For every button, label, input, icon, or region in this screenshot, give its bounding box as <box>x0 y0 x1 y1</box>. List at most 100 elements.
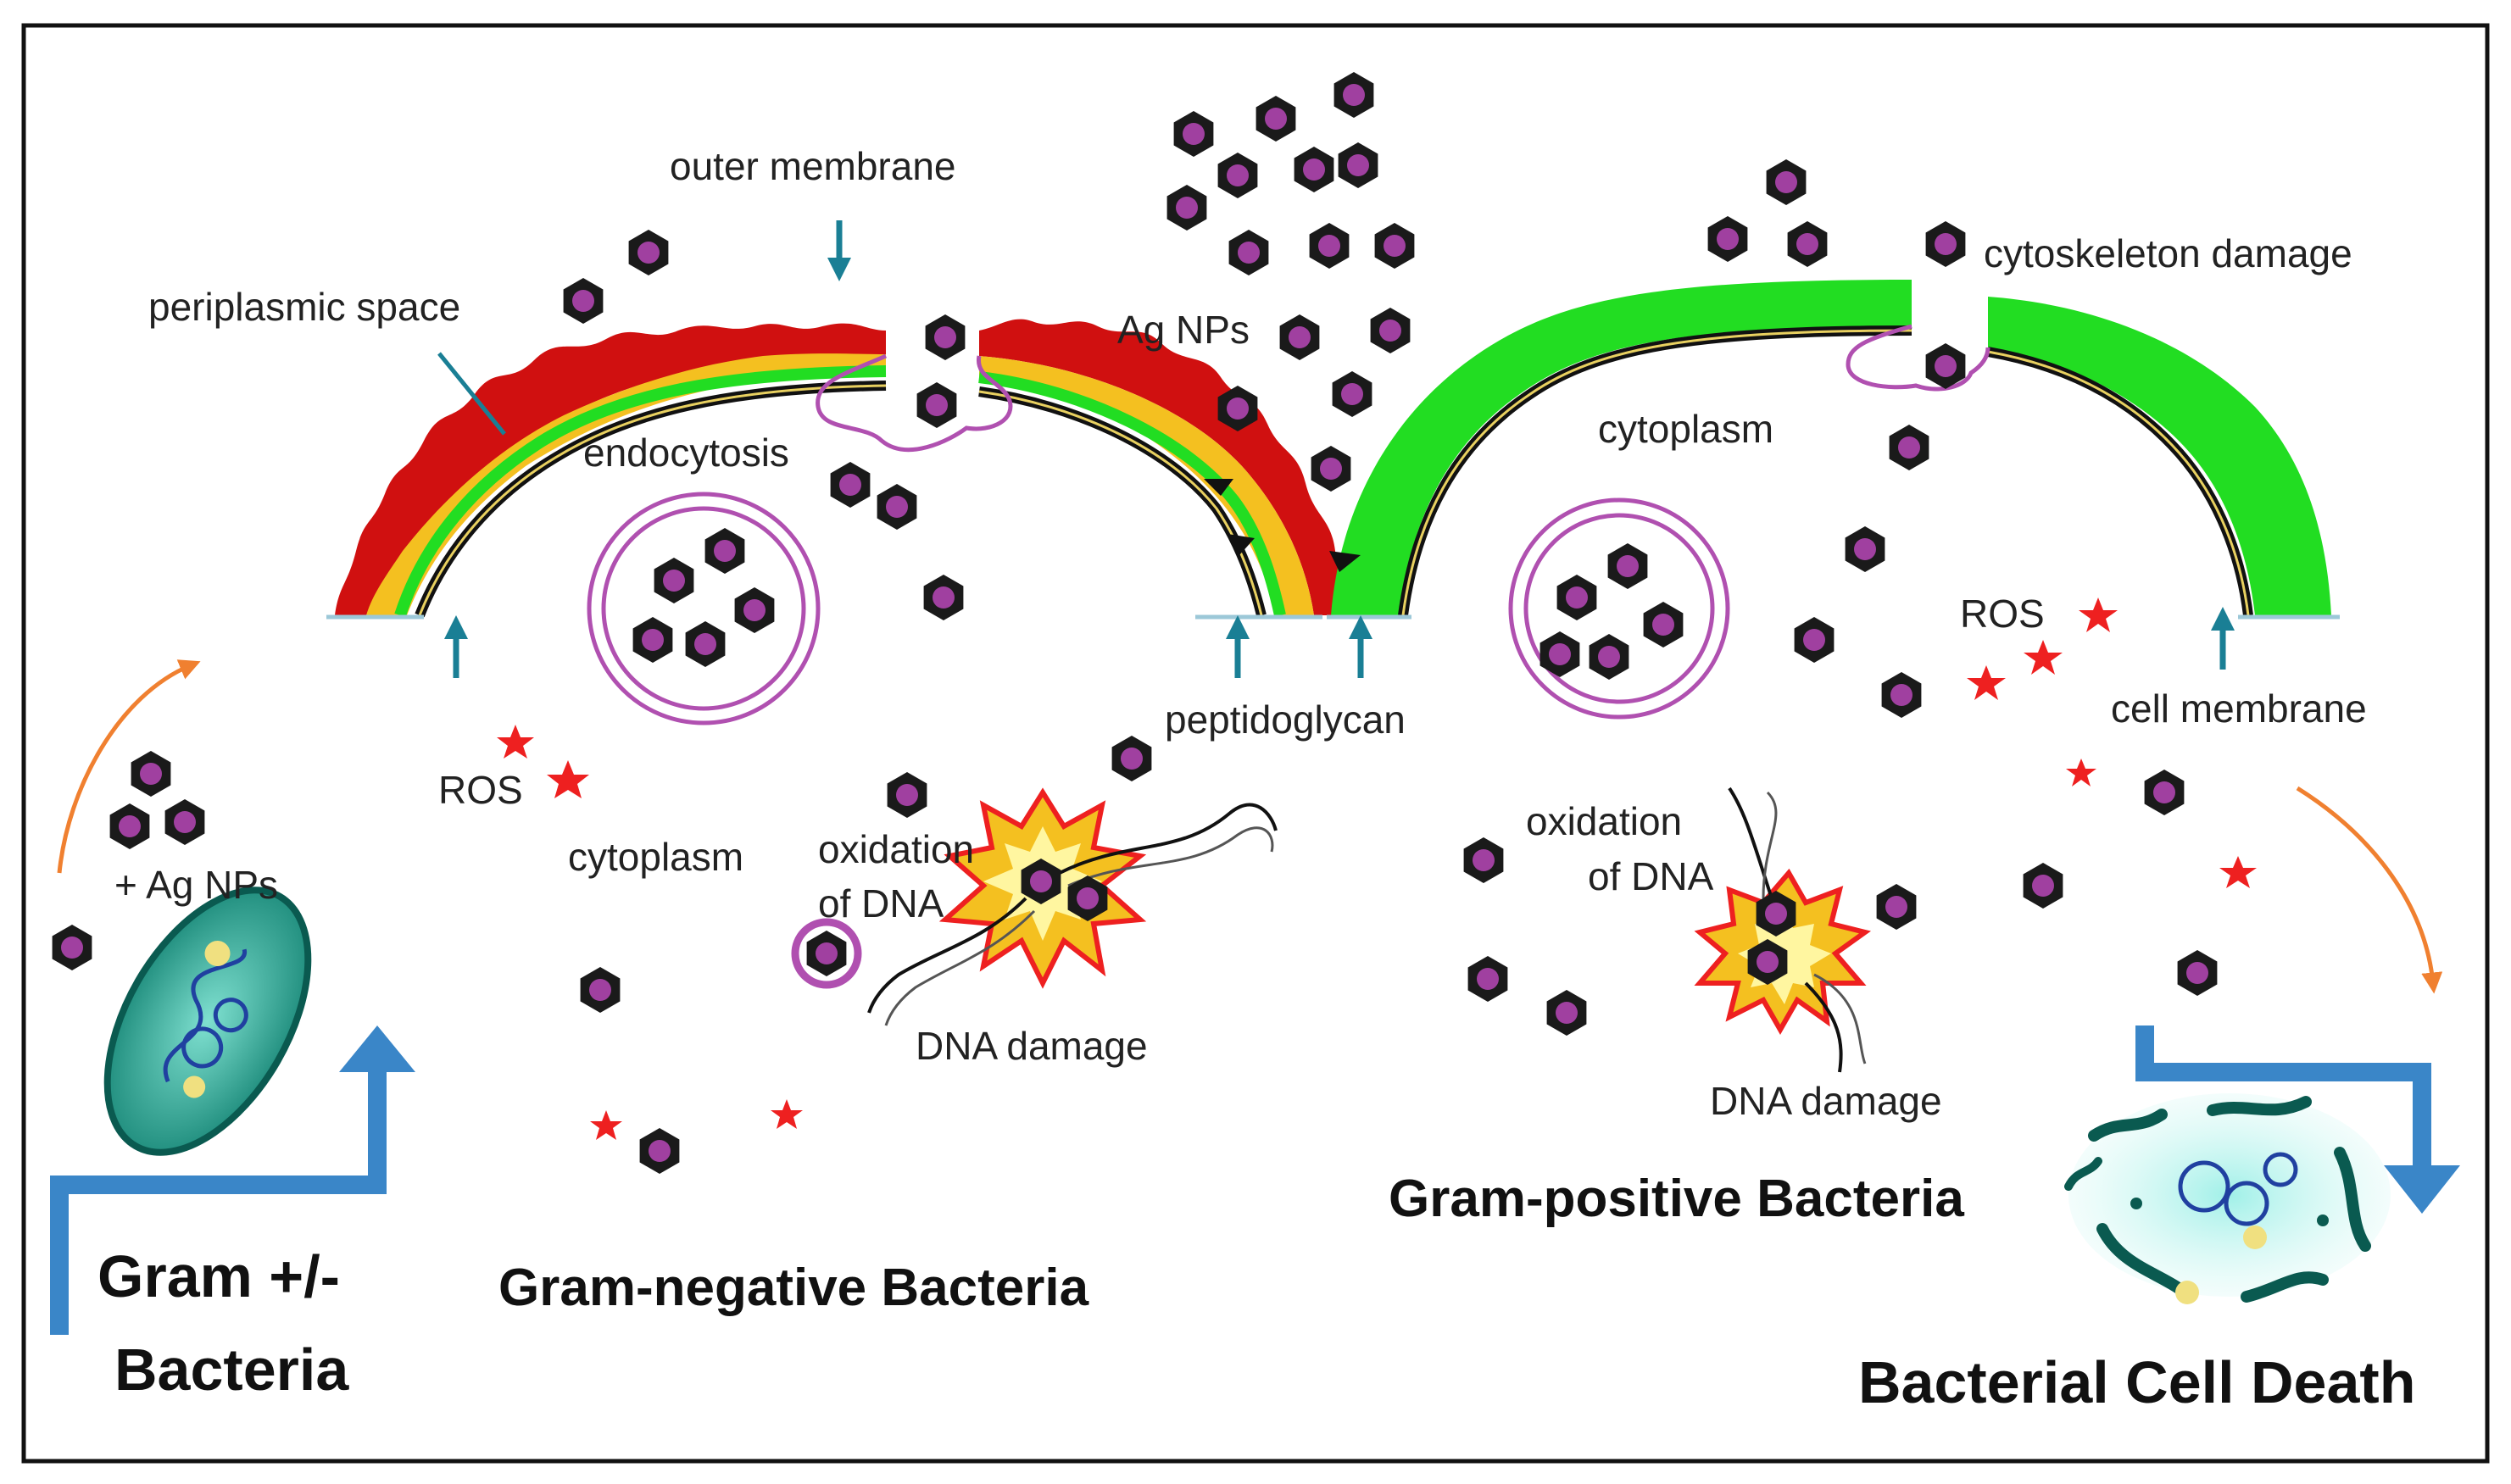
label-oxidation-right-2: of DNA <box>1588 854 1714 898</box>
nanoparticle <box>1747 939 1788 985</box>
nanoparticle <box>1374 223 1415 269</box>
nanoparticle <box>1256 96 1296 142</box>
outer-membrane-left <box>335 323 886 615</box>
nanoparticle <box>923 575 964 620</box>
nanoparticle <box>1021 859 1061 904</box>
green-layer-left <box>394 365 887 618</box>
nanoparticle <box>1463 837 1504 883</box>
label-peptidoglycan: peptidoglycan <box>1165 698 1406 742</box>
label-gram-pm-line1: Gram +/- <box>97 1243 340 1309</box>
nanoparticle <box>1794 617 1835 663</box>
nanoparticle <box>1546 990 1587 1036</box>
curved-arrow-left <box>57 659 201 874</box>
nanoparticle <box>1067 875 1108 921</box>
label-cytoplasm-right: cytoplasm <box>1598 407 1773 451</box>
nanoparticle <box>1556 575 1597 620</box>
nanoparticle <box>1166 185 1207 231</box>
nanoparticle <box>925 314 966 360</box>
label-plus-ag-nps: + Ag NPs <box>114 863 278 907</box>
membrane-pointer-triangles <box>1204 479 1361 572</box>
label-dna-damage-left: DNA damage <box>916 1024 1148 1068</box>
nanoparticle <box>1881 672 1922 718</box>
nanoparticle <box>109 803 150 849</box>
nanoparticle <box>877 484 917 530</box>
label-outer-membrane: outer membrane <box>670 144 956 188</box>
nanoparticle <box>1332 371 1372 417</box>
label-periplasmic-space: periplasmic space <box>148 285 460 329</box>
vesicle-left <box>587 492 821 725</box>
label-dna-damage-right: DNA damage <box>1710 1079 1942 1123</box>
nanoparticle <box>685 621 726 667</box>
nanoparticle <box>1311 446 1351 492</box>
nanoparticle <box>628 230 669 275</box>
intact-bacterium <box>103 887 312 1156</box>
nanoparticle <box>1643 602 1684 648</box>
flow-arrow-left <box>50 1064 387 1335</box>
vesicle-right <box>1508 497 1730 720</box>
nanoparticle <box>639 1128 680 1174</box>
pointer-arrows <box>444 220 2235 678</box>
endocytosis-invagination-left <box>816 353 1013 453</box>
nanoparticle <box>1925 343 1966 389</box>
label-cell-death: Bacterial Cell Death <box>1858 1349 2415 1415</box>
nanoparticle <box>704 528 745 574</box>
nanoparticle <box>131 751 171 797</box>
nanoparticle <box>1876 884 1917 930</box>
nanoparticle <box>1607 543 1648 589</box>
nanoparticle <box>580 967 621 1013</box>
nanoparticle <box>1111 736 1152 781</box>
silver-nanoparticles <box>52 72 2218 1174</box>
label-ag-nps: Ag NPs <box>1117 308 1250 352</box>
nanoparticle <box>1338 142 1378 188</box>
label-endocytosis: endocytosis <box>583 431 789 475</box>
label-ros-right: ROS <box>1960 592 2045 636</box>
label-gram-negative: Gram-negative Bacteria <box>498 1259 1089 1317</box>
peptidoglycan-thick-left <box>1331 280 1912 615</box>
nanoparticle <box>1333 72 1374 118</box>
invagination-right <box>1846 324 1990 392</box>
nanoparticle <box>1589 634 1629 680</box>
nanoparticle <box>2144 770 2185 815</box>
label-oxidation-left-2: of DNA <box>818 881 944 925</box>
nanoparticle <box>1217 153 1258 198</box>
peptidoglycan-thick-right <box>1988 297 2331 615</box>
nanoparticle <box>916 382 957 428</box>
label-cell-membrane: cell membrane <box>2111 686 2367 731</box>
ros-stars <box>497 597 2257 1140</box>
nanoparticle <box>2023 863 2063 909</box>
label-gram-positive: Gram-positive Bacteria <box>1389 1170 1964 1228</box>
nanoparticle <box>830 462 871 508</box>
nanoparticle <box>734 587 775 633</box>
nanoparticle <box>632 617 673 663</box>
outer-membrane-right <box>979 319 1345 615</box>
nanoparticle <box>563 278 604 324</box>
nanoparticle <box>1766 159 1807 205</box>
periplasmic-space-leader <box>437 352 506 436</box>
nanoparticle <box>52 925 92 970</box>
nanoparticle <box>654 558 694 603</box>
nanoparticle <box>1707 216 1748 262</box>
curved-arrow-right <box>2296 786 2443 994</box>
nanoparticle <box>2177 950 2218 996</box>
nanoparticle <box>1228 230 1269 275</box>
nanoparticle <box>1309 223 1350 269</box>
label-cytoplasm-left: cytoplasm <box>568 835 743 879</box>
nanoparticle <box>806 931 847 976</box>
nanoparticle <box>1787 221 1828 267</box>
nanoparticle <box>1294 147 1334 192</box>
nanoparticle <box>1279 314 1320 360</box>
nanoparticle <box>1173 111 1214 157</box>
flow-arrow-right <box>2135 1025 2431 1174</box>
nanoparticle <box>164 799 205 845</box>
nanoparticle <box>1539 631 1580 677</box>
nanoparticle <box>1845 526 1885 572</box>
nanoparticle <box>1370 308 1411 353</box>
label-gram-pm-line2: Bacteria <box>114 1337 349 1403</box>
label-oxidation-left-1: oxidation <box>818 827 974 871</box>
nanoparticle <box>1467 956 1508 1002</box>
nanoparticle <box>1889 425 1929 470</box>
flow-arrowhead-right <box>2384 1165 2460 1214</box>
label-ros-left: ROS <box>438 768 523 812</box>
dead-bacterium <box>2064 1093 2391 1304</box>
